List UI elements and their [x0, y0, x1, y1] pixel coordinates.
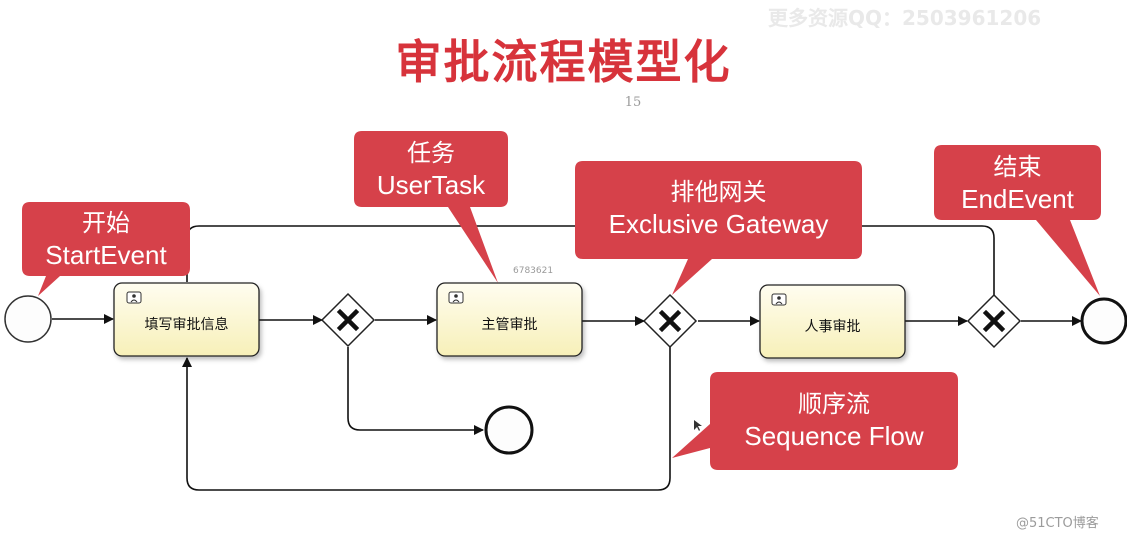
callout-sequence-flow-en: Sequence Flow [744, 421, 924, 451]
flow-gateway1-to-end2 [347, 347, 484, 435]
callout-start-event-cn: 开始 [82, 209, 130, 237]
callout-sequence-flow [672, 372, 958, 470]
callout-end-event-text: 结束 EndEvent [934, 151, 1101, 215]
x-icon [982, 309, 1006, 333]
start-event [4, 295, 52, 343]
callout-end-event [934, 145, 1101, 296]
exclusive-gateway-3 [966, 293, 1022, 349]
callout-user-task-cn: 任务 [407, 139, 455, 167]
task-label-supervisor: 主管审批 [481, 317, 538, 333]
callout-end-event-en: EndEvent [961, 184, 1074, 214]
x-icon [336, 308, 360, 332]
callout-gateway-text: 排他网关 Exclusive Gateway [575, 176, 862, 240]
callout-gateway-cn: 排他网关 [670, 178, 767, 206]
exclusive-gateway-2 [642, 293, 698, 349]
task-label-hr: 人事审批 [804, 319, 861, 335]
task-label-fill-in: 填写审批信息 [144, 317, 229, 333]
callout-sequence-flow-cn: 顺序流 [798, 390, 870, 418]
x-icon [658, 309, 682, 333]
callout-gateway-en: Exclusive Gateway [608, 209, 829, 239]
callout-user-task-text: 任务 UserTask [354, 137, 508, 201]
callout-user-task [354, 131, 508, 283]
callout-sequence-flow-text: 顺序流 Sequence Flow [710, 388, 958, 452]
callout-exclusive-gateway [575, 161, 862, 295]
callout-start-event-en: StartEvent [45, 240, 167, 270]
slide-title: 审批流程模型化 [395, 35, 732, 89]
task-fill-in-approval [113, 282, 260, 357]
callout-start-event [22, 202, 190, 296]
task-supervisor-approval [436, 282, 583, 357]
watermark-bottom: @51CTO博客 [1016, 516, 1099, 531]
watermark-top: 更多资源QQ：2503961206 [768, 6, 1042, 30]
exclusive-gateway-1 [320, 292, 376, 348]
callout-user-task-en: UserTask [376, 170, 486, 200]
cursor-icon [694, 420, 702, 431]
page-number: 15 [624, 95, 642, 110]
end-event [1080, 297, 1127, 345]
callout-start-event-text: 开始 StartEvent [22, 207, 190, 271]
flow-gateway2-back-to-task1 [182, 347, 671, 491]
end-event-secondary [484, 405, 534, 455]
diagram-id: 6783621 [513, 266, 554, 276]
callout-end-event-cn: 结束 [993, 153, 1042, 181]
task-hr-approval [759, 284, 906, 359]
